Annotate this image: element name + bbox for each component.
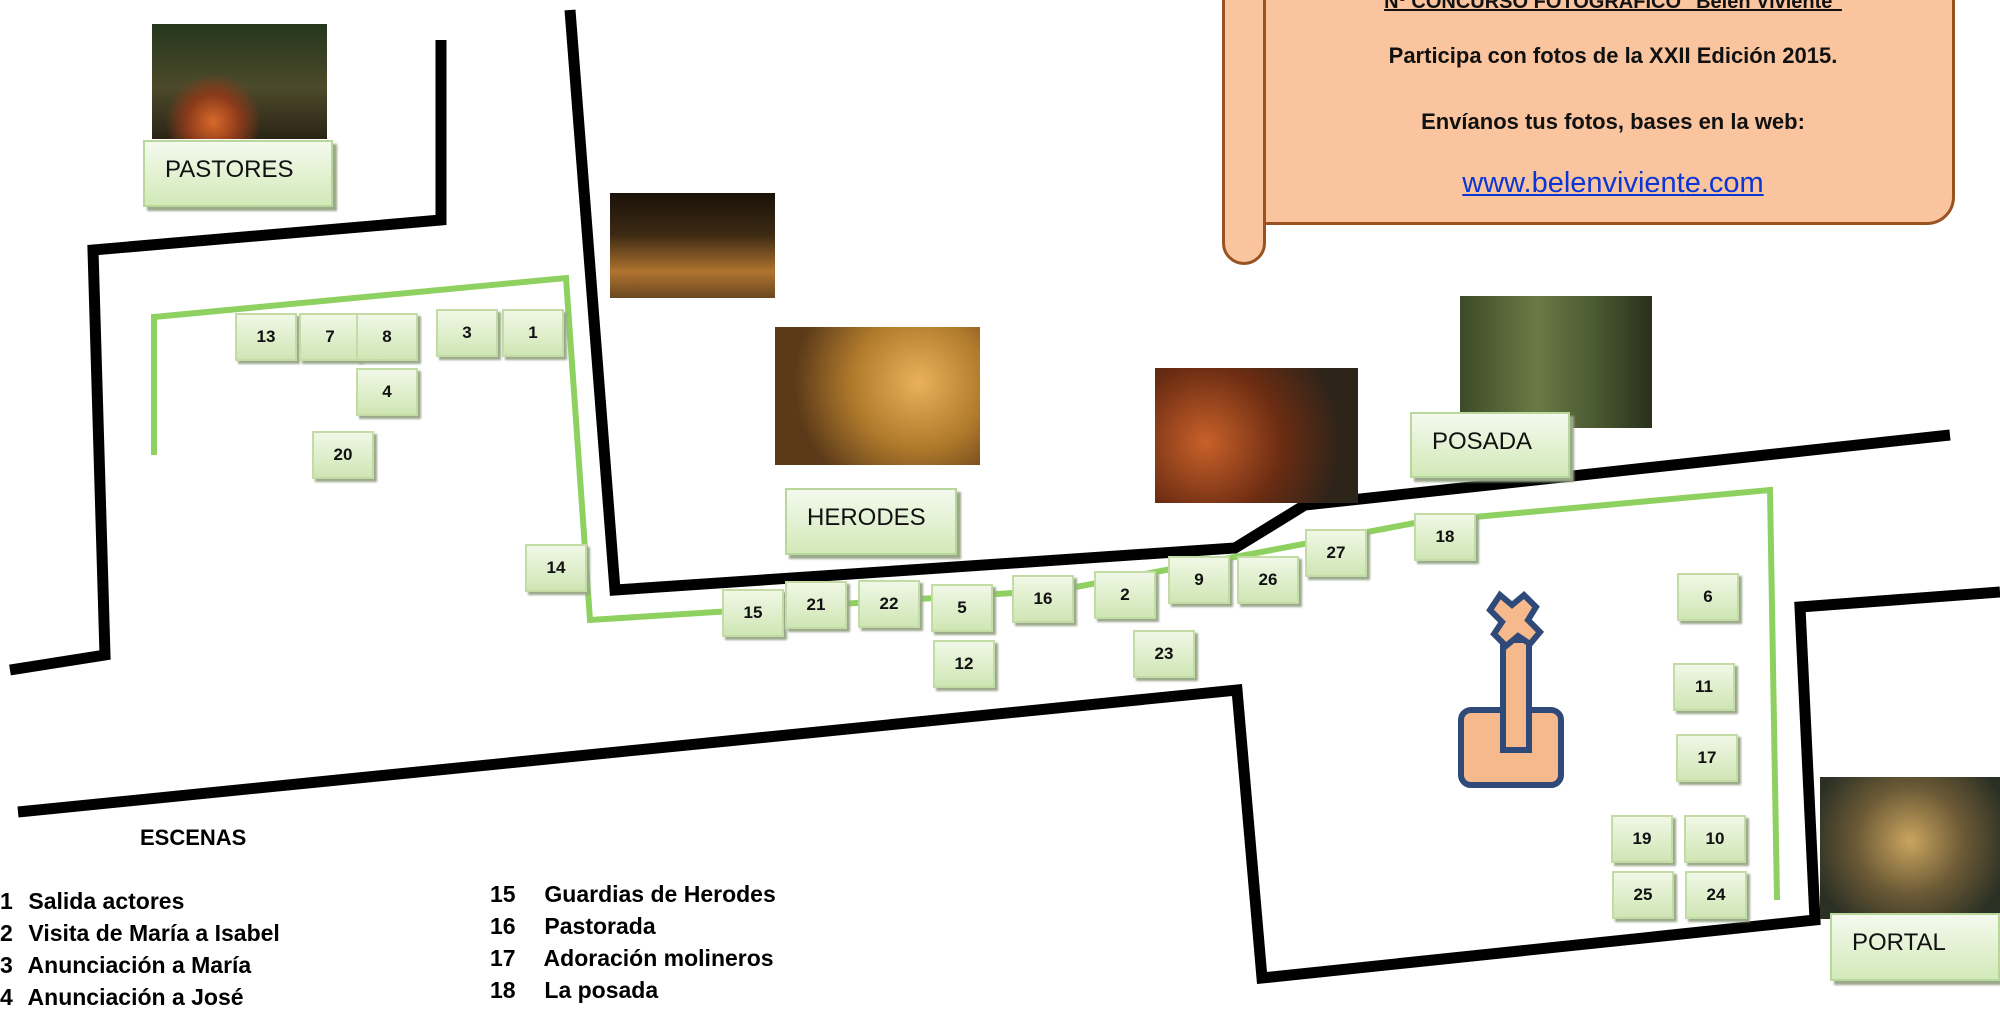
scene-marker[interactable]: 14 — [525, 544, 587, 592]
legend-item: 16 Pastorada — [490, 913, 656, 939]
scene-marker[interactable]: 23 — [1133, 630, 1195, 678]
photo-herodes — [775, 327, 980, 465]
scene-marker[interactable]: 12 — [933, 640, 995, 688]
contest-link-row: www.belenviviente.com — [1288, 167, 1938, 200]
contest-heading: Nº CONCURSO FOTOGRÁFICO "Belén Viviente" — [1384, 0, 1842, 13]
scene-marker[interactable]: 5 — [931, 584, 993, 632]
website-link[interactable]: www.belenviviente.com — [1462, 167, 1764, 199]
scene-marker[interactable]: 24 — [1685, 871, 1747, 919]
legend-column-1: 1 Salida actores 2 Visita de María a Isa… — [0, 885, 280, 1013]
scene-marker[interactable]: 11 — [1673, 663, 1735, 711]
cross-icon — [1458, 590, 1564, 788]
scene-marker[interactable]: 3 — [436, 309, 498, 357]
scene-marker[interactable]: 19 — [1611, 815, 1673, 863]
scene-marker[interactable]: 4 — [356, 368, 418, 416]
photo-pastores — [152, 24, 327, 139]
street-lower — [17, 586, 2000, 985]
legend-item: 15 Guardias de Herodes — [490, 881, 776, 907]
scene-marker[interactable]: 1 — [502, 309, 564, 357]
legend-item: 3 Anunciación a María — [0, 952, 252, 978]
label-pastores: PASTORES — [143, 140, 333, 207]
scene-marker[interactable]: 8 — [356, 313, 418, 361]
legend-column-2: 15 Guardias de Herodes 16 Pastorada 17 A… — [490, 878, 776, 1006]
legend-item: 2 Visita de María a Isabel — [0, 920, 280, 946]
legend-item: 18 La posada — [490, 977, 659, 1003]
scene-marker[interactable]: 6 — [1677, 573, 1739, 621]
photo-street — [610, 193, 775, 298]
legend-item: 17 Adoración molineros — [490, 945, 774, 971]
contest-line-1: Participa con fotos de la XXII Edición 2… — [1388, 43, 1838, 68]
photo-portal — [1820, 777, 2000, 919]
street-pastores — [9, 40, 447, 676]
contest-line-2: Envíanos tus fotos, bases en la web: — [1421, 109, 1805, 134]
scroll-roll — [1222, 0, 1266, 265]
scene-marker[interactable]: 9 — [1168, 556, 1230, 604]
scene-marker[interactable]: 22 — [858, 580, 920, 628]
scene-marker[interactable]: 20 — [312, 431, 374, 479]
label-posada: POSADA — [1410, 412, 1570, 478]
label-portal: PORTAL — [1830, 913, 2000, 981]
contest-scroll: Nº CONCURSO FOTOGRÁFICO "Belén Viviente"… — [1225, 0, 1955, 225]
legend-title: ESCENAS — [140, 825, 247, 850]
scene-marker[interactable]: 7 — [299, 313, 361, 361]
scene-marker[interactable]: 10 — [1684, 815, 1746, 863]
scene-marker[interactable]: 21 — [785, 581, 847, 629]
scene-marker[interactable]: 17 — [1676, 734, 1738, 782]
scene-marker[interactable]: 2 — [1094, 571, 1156, 619]
scene-marker[interactable]: 16 — [1012, 575, 1074, 623]
photo-posada-courtyard — [1155, 368, 1358, 503]
photo-posada — [1460, 296, 1652, 428]
label-herodes: HERODES — [785, 488, 957, 555]
scene-marker[interactable]: 18 — [1414, 513, 1476, 561]
street-herodes — [564, 9, 1951, 596]
legend-item: 4 Anunciación a José — [0, 984, 244, 1010]
scene-marker[interactable]: 26 — [1237, 556, 1299, 604]
legend-item: 1 Salida actores — [0, 888, 185, 914]
scene-marker[interactable]: 27 — [1305, 529, 1367, 577]
scene-marker[interactable]: 25 — [1612, 871, 1674, 919]
scene-marker[interactable]: 15 — [722, 589, 784, 637]
scene-marker[interactable]: 13 — [235, 313, 297, 361]
